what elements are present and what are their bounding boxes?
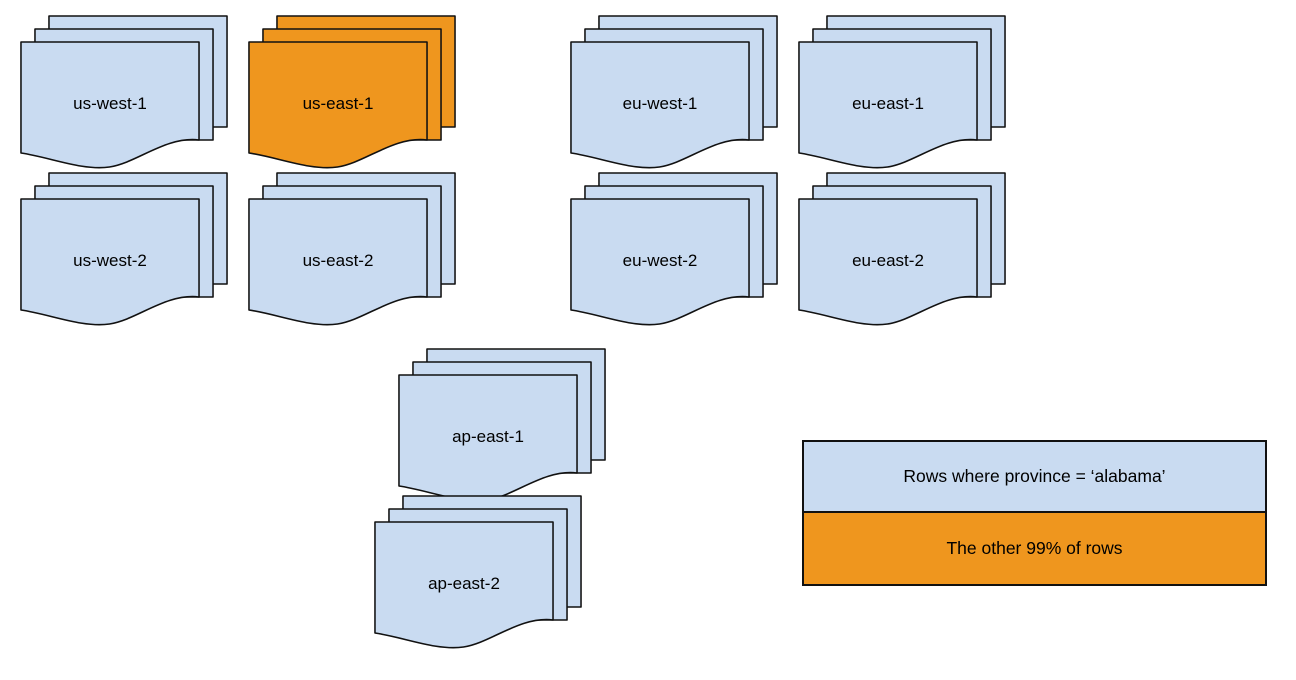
shard-sheet-front [398,374,578,502]
legend-label-blue: Rows where province = ‘alabama’ [903,466,1166,486]
region-shard-ap-east-1[interactable] [398,348,606,502]
shard-sheet-front [798,198,978,326]
shard-sheet-front [374,521,554,649]
shard-sheet-front [248,198,428,326]
legend-row-orange: The other 99% of rows [804,513,1265,584]
shard-sheet-front [20,198,200,326]
region-shard-us-west-2[interactable] [20,172,228,326]
region-shard-us-east-2[interactable] [248,172,456,326]
legend: Rows where province = ‘alabama’ The othe… [802,440,1267,586]
shard-sheet-front [570,198,750,326]
region-shard-eu-east-2[interactable] [798,172,1006,326]
region-shard-eu-west-2[interactable] [570,172,778,326]
region-shard-ap-east-2[interactable] [374,495,582,649]
shard-sheet-front [570,41,750,169]
region-shard-eu-west-1[interactable] [570,15,778,169]
region-shard-eu-east-1[interactable] [798,15,1006,169]
shard-sheet-front [798,41,978,169]
region-shard-us-west-1[interactable] [20,15,228,169]
shard-sheet-front [20,41,200,169]
legend-row-blue: Rows where province = ‘alabama’ [804,442,1265,513]
legend-label-orange: The other 99% of rows [946,538,1123,558]
shard-sheet-front [248,41,428,169]
region-shard-us-east-1[interactable] [248,15,456,169]
